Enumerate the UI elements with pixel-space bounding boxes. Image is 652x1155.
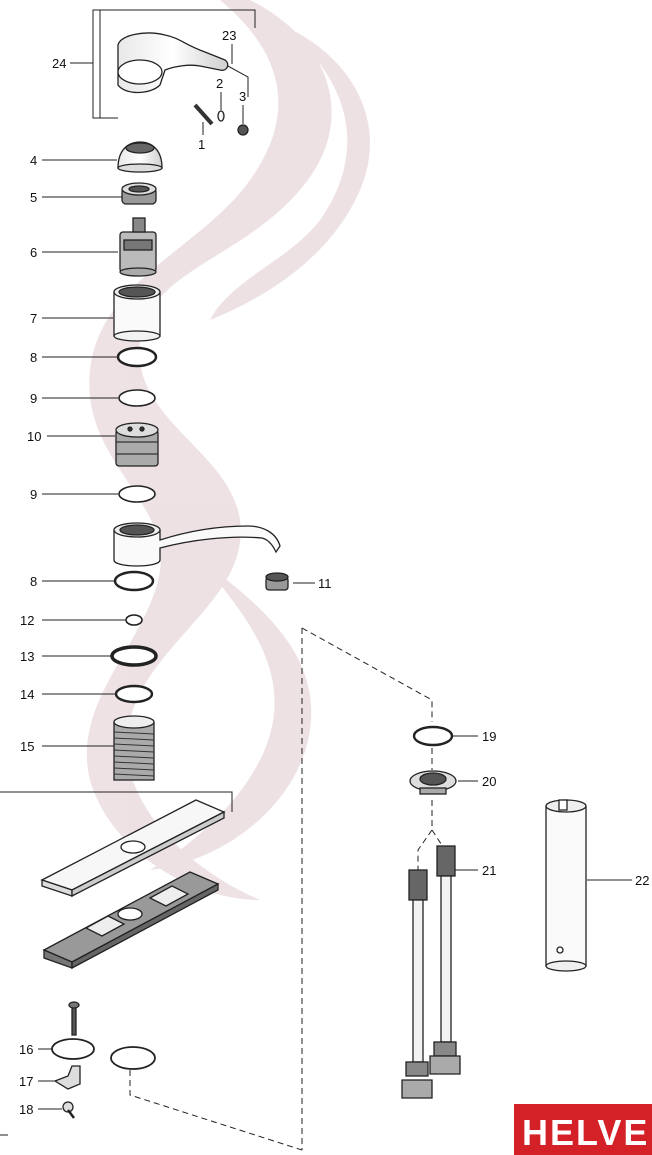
supply-hose-left — [401, 869, 433, 1099]
aerator — [265, 572, 289, 591]
label-15: 15 — [20, 739, 34, 754]
set-screw — [193, 103, 214, 126]
label-24: 24 — [52, 56, 66, 71]
mounting-bracket — [53, 1065, 81, 1090]
label-23: 23 — [222, 28, 236, 43]
supply-hose-right — [429, 845, 461, 1075]
part-labels: 24 23 2 3 1 4 5 6 7 8 9 10 9 8 11 12 13 … — [19, 28, 649, 1117]
gasket-ring — [114, 684, 154, 704]
label-21: 21 — [482, 863, 496, 878]
label-10: 10 — [27, 429, 41, 444]
supply-gasket — [412, 725, 454, 747]
label-20: 20 — [482, 774, 496, 789]
brand-watermark — [86, 0, 370, 900]
label-9-lower: 9 — [30, 487, 37, 502]
handle-lever — [117, 32, 229, 94]
spout-body — [113, 522, 281, 567]
installation-wrench — [545, 799, 587, 972]
cartridge — [119, 217, 157, 277]
label-8-lower: 8 — [30, 574, 37, 589]
label-4: 4 — [30, 153, 37, 168]
brand-logo-text: HELVE — [522, 1112, 649, 1153]
label-22: 22 — [635, 873, 649, 888]
label-5: 5 — [30, 190, 37, 205]
dome-cap — [117, 141, 163, 173]
label-18: 18 — [19, 1102, 33, 1117]
o-ring-thin-lower — [118, 485, 156, 503]
flat-washer — [110, 645, 158, 667]
label-3: 3 — [239, 89, 246, 104]
label-6: 6 — [30, 245, 37, 260]
o-ring-upper — [116, 346, 158, 368]
o-ring-lower — [113, 570, 155, 592]
label-8-upper: 8 — [30, 350, 37, 365]
mounting-bolt — [68, 1001, 80, 1036]
label-9-upper: 9 — [30, 391, 37, 406]
mounting-screw — [62, 1101, 75, 1119]
label-17: 17 — [19, 1074, 33, 1089]
threaded-shank — [113, 715, 155, 781]
diverter-body — [115, 422, 159, 467]
brand-logo: HELVE — [514, 1104, 652, 1155]
label-1: 1 — [198, 137, 205, 152]
retaining-nut — [121, 182, 157, 205]
deck-plate-cover — [40, 799, 226, 898]
small-o-ring — [125, 614, 143, 626]
label-7: 7 — [30, 311, 37, 326]
sleeve — [113, 284, 161, 342]
leader-lines — [0, 9, 632, 1136]
small-washer — [217, 110, 225, 122]
label-16: 16 — [19, 1042, 33, 1057]
label-2: 2 — [216, 76, 223, 91]
bracket-deck — [0, 791, 233, 812]
label-11: 11 — [318, 576, 332, 591]
cap-nut — [237, 124, 249, 136]
base-gasket — [110, 1046, 156, 1070]
o-ring-thin-upper — [118, 389, 156, 407]
flange-nut — [409, 770, 457, 795]
mounting-ring — [51, 1038, 95, 1060]
label-14: 14 — [20, 687, 34, 702]
label-19: 19 — [482, 729, 496, 744]
label-13: 13 — [20, 649, 34, 664]
label-12: 12 — [20, 613, 34, 628]
deck-plate-base — [42, 871, 220, 970]
